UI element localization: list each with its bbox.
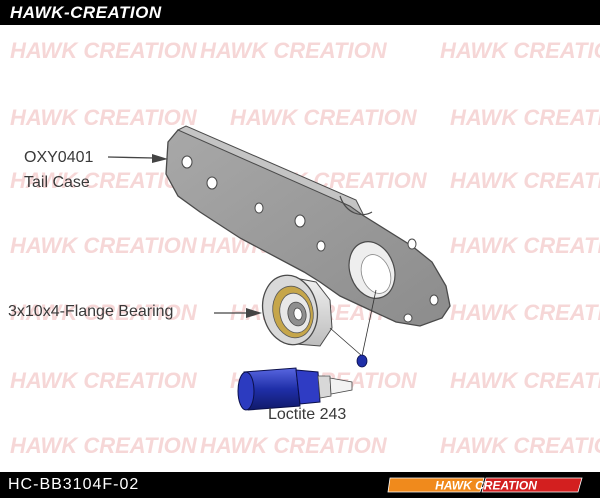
callout-tail-case-name: Tail Case	[24, 174, 90, 191]
watermark-text: HAWK CREATION	[440, 433, 600, 458]
assembly-guide-line	[361, 289, 377, 357]
callout-tail-case-code: OXY0401	[24, 149, 94, 166]
watermark-text: HAWK CREATION	[200, 38, 388, 63]
loctite-tube-part	[237, 367, 353, 411]
watermark-text: HAWK CREATION	[450, 233, 600, 258]
part-number: HC-BB3104F-02	[8, 476, 140, 493]
diagram-canvas: HAWK CREATION HAWK CREATION HAWK CREATIO…	[0, 25, 600, 472]
watermark-text: HAWK CREATION	[450, 168, 600, 193]
watermark-text: HAWK CREATION	[230, 105, 418, 130]
watermark-text: HAWK CREATION	[450, 300, 600, 325]
watermark-text: HAWK CREATION	[10, 433, 198, 458]
footer-bar: HC-BB3104F-02 HAWK CREATION	[0, 472, 600, 498]
watermark-text: HAWK CREATION	[10, 105, 198, 130]
callout-bearing: 3x10x4-Flange Bearing	[8, 303, 174, 320]
brand-title: HAWK-CREATION	[10, 3, 162, 22]
header-bar: HAWK-CREATION	[0, 0, 600, 25]
watermark-text: HAWK CREATION	[200, 433, 388, 458]
callout-loctite: Loctite 243	[268, 406, 347, 423]
flange-bearing-part	[261, 274, 333, 347]
leader-tail-case	[107, 154, 168, 163]
watermark-text: HAWK CREATION	[450, 105, 600, 130]
exploded-diagram: HAWK CREATION HAWK CREATION HAWK CREATIO…	[10, 38, 600, 458]
watermark-text: HAWK CREATION	[10, 38, 198, 63]
watermark-text: HAWK CREATION	[450, 368, 600, 393]
loctite-drop	[356, 354, 368, 368]
watermark-grid: HAWK CREATION HAWK CREATION HAWK CREATIO…	[10, 38, 600, 458]
assembly-guide-line	[329, 327, 363, 357]
tail-case-part	[165, 125, 451, 327]
watermark-text: HAWK CREATION	[440, 38, 600, 63]
leader-bearing	[214, 308, 262, 318]
watermark-text: HAWK CREATION	[10, 368, 198, 393]
hawk-creation-logo-icon: HAWK CREATION	[387, 477, 583, 493]
watermark-text: HAWK CREATION	[10, 300, 198, 325]
watermark-text: HAWK CREATION	[10, 233, 198, 258]
logo-text: HAWK CREATION	[435, 479, 537, 493]
